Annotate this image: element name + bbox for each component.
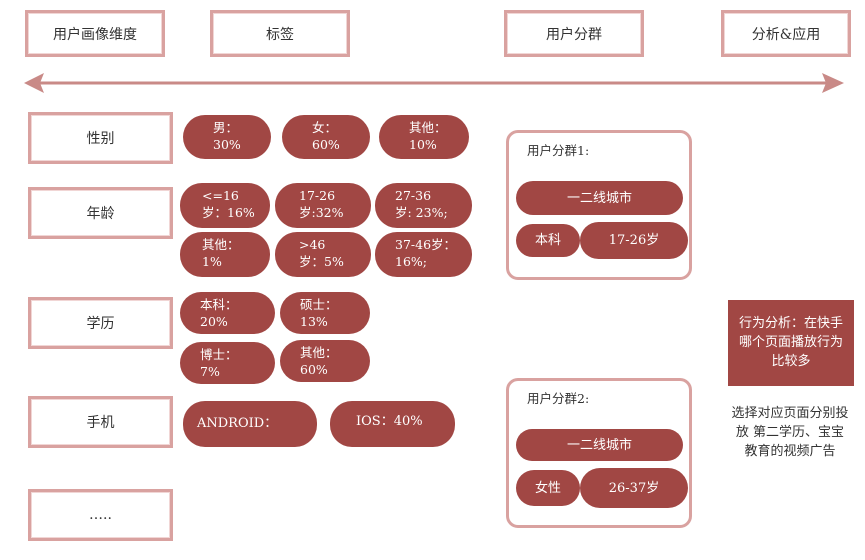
tag-age-27-36: 27-36 岁: 23%;	[375, 183, 472, 228]
tag-edu-doctor: 博士： 7%	[180, 342, 275, 384]
segment-2-gender-tag: 女性	[516, 470, 580, 506]
dimension-education: 学历	[28, 297, 173, 349]
segment-1-title: 用户分群1:	[527, 143, 590, 158]
behavior-analysis-callout: 行为分析：在快手哪个页面播放行为比较多	[728, 300, 854, 386]
tag-age-37-46: 37-46岁： 16%;	[375, 232, 472, 277]
header-user-profile-dimension: 用户画像维度	[25, 10, 165, 57]
segment-2-title: 用户分群2:	[527, 391, 590, 406]
tag-gender-female: 女： 60%	[282, 115, 370, 159]
tag-phone-ios: IOS：40%	[330, 401, 455, 447]
dimension-age: 年龄	[28, 187, 173, 239]
segment-1-education-tag: 本科	[516, 224, 580, 257]
tag-age-over-46: >46 岁：5%	[275, 232, 371, 277]
application-note: 选择对应页面分别投放 第二学历、宝宝教育的视频广告	[731, 406, 849, 459]
segment-2-age-tag: 26-37岁	[580, 468, 688, 508]
tag-gender-other: 其他： 10%	[379, 115, 469, 159]
segment-1-age-tag: 17-26岁	[580, 222, 688, 259]
segment-2-city-tag: 一二线城市	[516, 429, 683, 461]
dimension-gender: 性别	[28, 112, 173, 164]
dimension-phone: 手机	[28, 396, 173, 448]
tag-edu-other: 其他： 60%	[280, 340, 370, 382]
header-tags: 标签	[210, 10, 350, 57]
header-user-segmentation: 用户分群	[504, 10, 644, 57]
segment-1-city-tag: 一二线城市	[516, 181, 683, 215]
tag-age-other: 其他： 1%	[180, 232, 270, 277]
tag-edu-bachelor: 本科： 20%	[180, 292, 275, 334]
tag-gender-male: 男： 30%	[183, 115, 271, 159]
tag-edu-master: 硕士： 13%	[280, 292, 370, 334]
header-analysis-application: 分析&应用	[721, 10, 851, 57]
tag-phone-android: ANDROID：	[183, 401, 317, 447]
dimension-more: …..	[28, 489, 173, 541]
tag-age-17-26: 17-26 岁:32%	[275, 183, 371, 228]
tag-age-under-16: <=16 岁：16%	[180, 183, 270, 228]
